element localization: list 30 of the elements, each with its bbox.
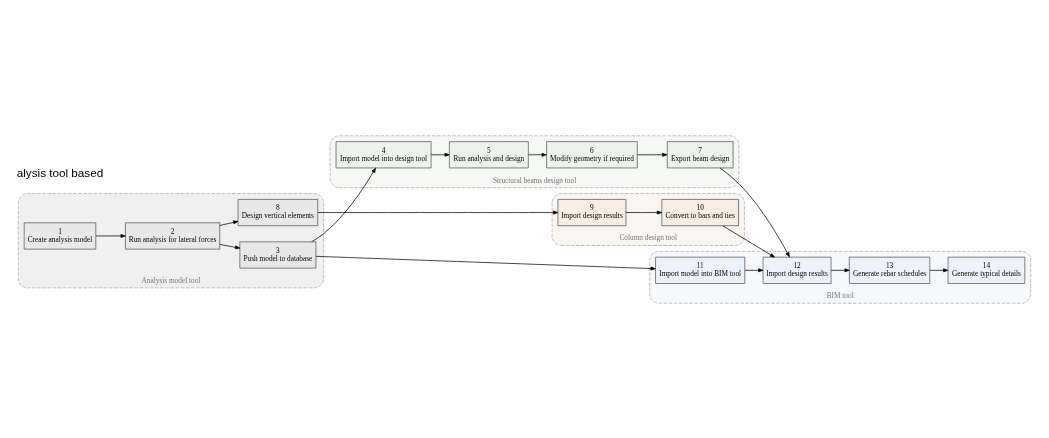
node-box: 14 Generate typical details <box>947 256 1026 284</box>
arrow <box>830 267 850 272</box>
arrow <box>625 210 662 214</box>
arrow <box>315 255 656 270</box>
node-box: 12 Import design results <box>762 256 832 284</box>
node-box: 8 Design vertical elements <box>237 198 319 226</box>
arrow <box>744 267 764 272</box>
node-box: 6 Modify geometry if required <box>546 140 638 168</box>
label: alysis tool based <box>16 165 104 179</box>
arrow <box>219 220 239 226</box>
node-box: 7 Export beam design <box>666 140 734 168</box>
arrow <box>430 152 450 157</box>
arrow <box>95 233 126 238</box>
node-box: 2 Run analysis for lateral forces <box>125 221 221 249</box>
node-box: 4 Import model into design tool <box>335 140 432 168</box>
node-box: 11 Import model into BIM tool <box>655 256 746 284</box>
node-box: 9 Import design results <box>557 198 627 226</box>
node-box: 3 Push model to database <box>239 240 317 268</box>
arrow <box>636 152 668 157</box>
node-box: 5 Run analysis and design <box>449 140 529 168</box>
arrow <box>317 210 559 214</box>
arrow <box>719 167 790 257</box>
arrow <box>929 267 949 272</box>
arrow <box>722 224 775 257</box>
node-box: 10 Convert to bars and ties <box>661 198 739 226</box>
arrow <box>528 152 547 157</box>
node-box: 1 Create analysis model <box>23 221 97 249</box>
arrow <box>311 167 376 242</box>
arrow <box>219 243 241 249</box>
node-box: 13 Generate rebar schedules <box>849 256 931 284</box>
